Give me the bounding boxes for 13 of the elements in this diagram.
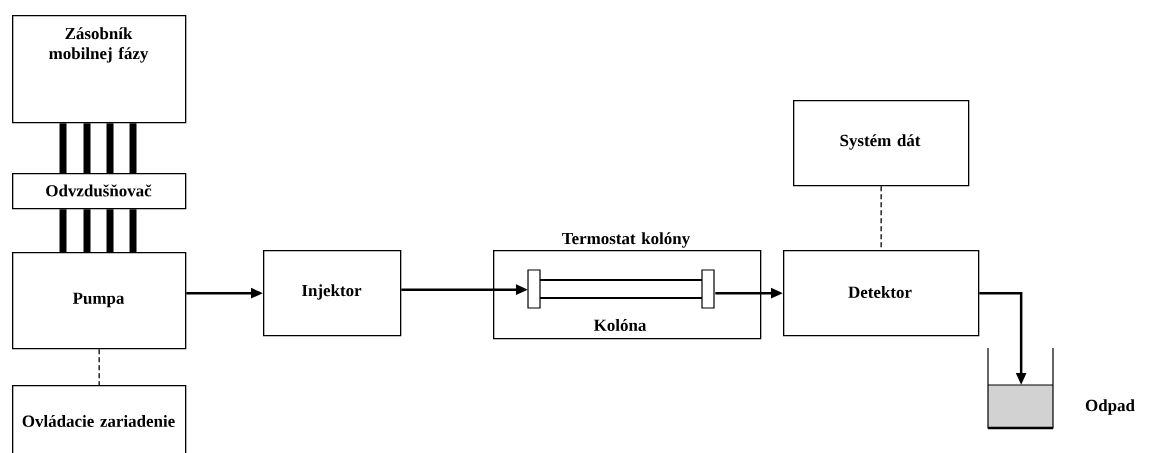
unit-box: Systém dát xyxy=(793,100,970,187)
waste-container-drawing xyxy=(987,347,1054,430)
node-label: Termostat kolóny xyxy=(562,232,690,248)
unit-box: Zásobník mobilnej fázy xyxy=(12,15,187,124)
unit-box: Detektor xyxy=(783,250,980,337)
unit-box: Ovládacie zariadenie xyxy=(12,385,187,453)
unit-box: Odvzdušňovač xyxy=(12,173,187,210)
node-caption: Odpad xyxy=(1085,399,1135,415)
column-drawing xyxy=(527,269,715,309)
unit-box: Injektor xyxy=(263,250,402,337)
dashed-line xyxy=(98,348,100,386)
unit-box: Pumpa xyxy=(12,252,187,350)
node-caption: Kolóna xyxy=(593,319,647,331)
